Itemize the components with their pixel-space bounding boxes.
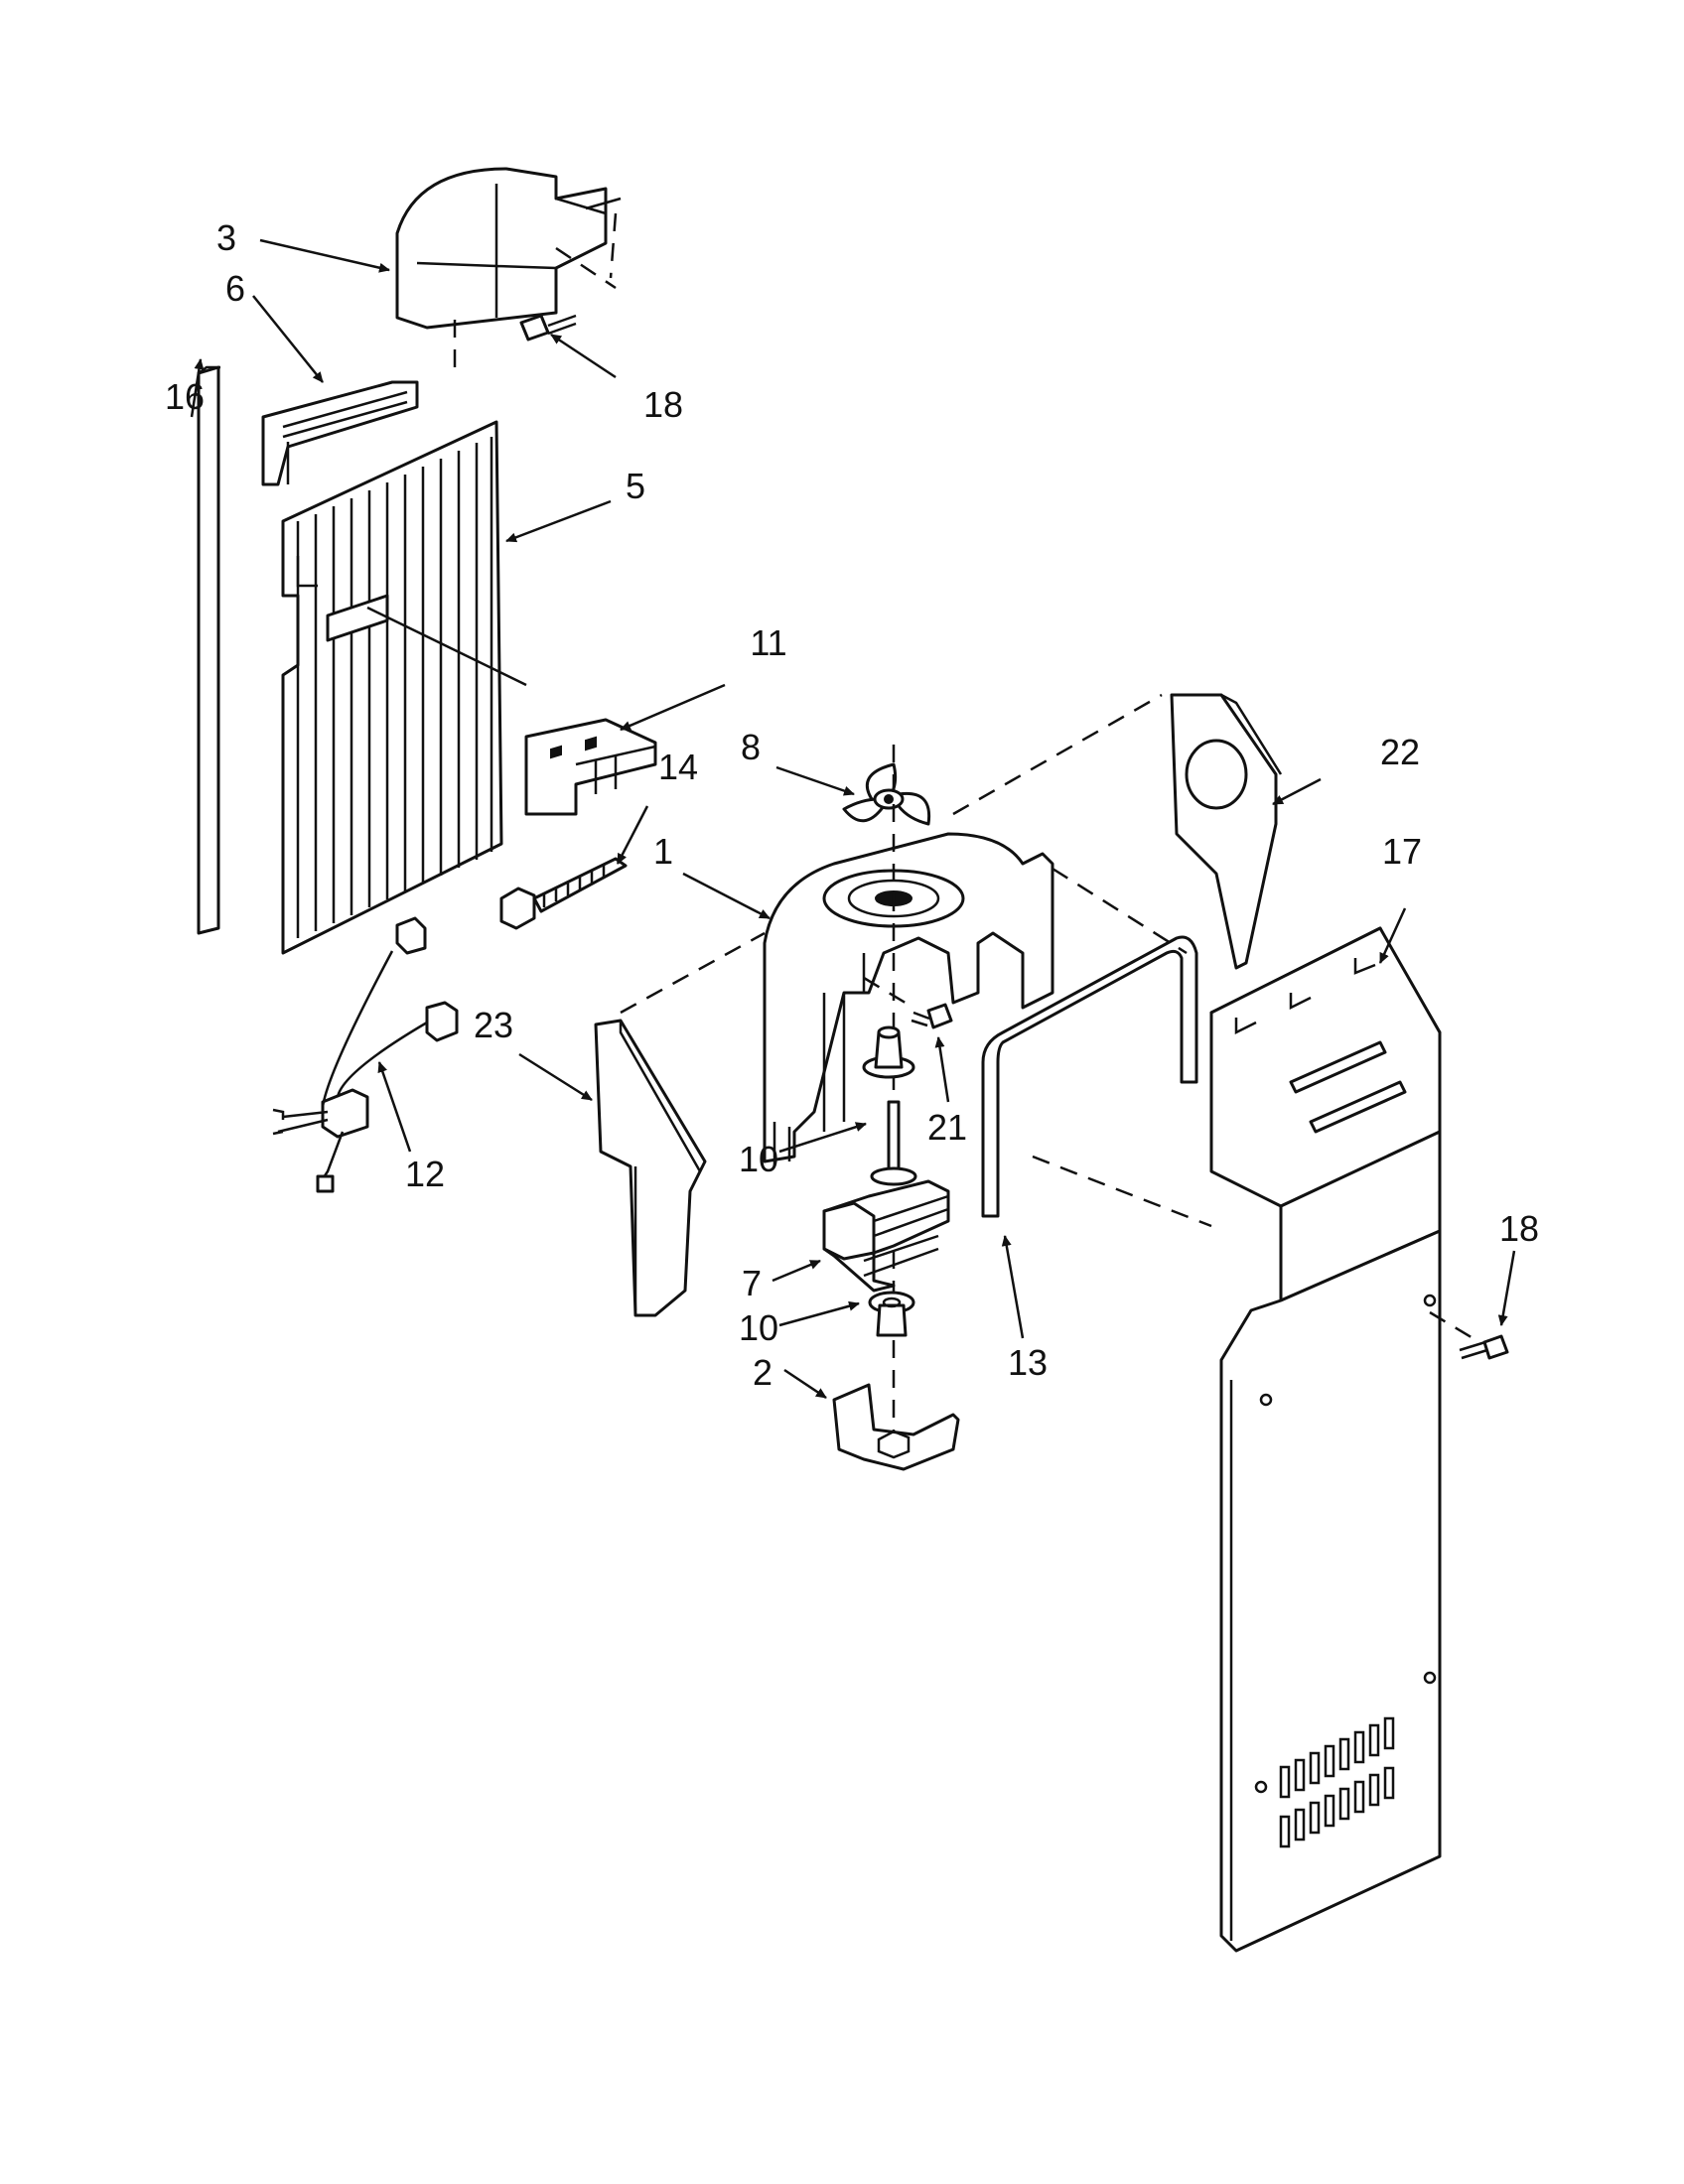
callout-8: 8 <box>741 727 761 767</box>
callout-3: 3 <box>216 217 236 258</box>
part-13-u-channel <box>981 935 1198 1218</box>
callout-10-upper: 10 <box>739 1139 778 1179</box>
part-7-motor <box>822 1100 950 1293</box>
part-16-strip <box>197 365 220 935</box>
part-3-duct-cover <box>395 167 622 330</box>
part-6-louver <box>261 380 419 486</box>
callout-22: 22 <box>1380 732 1420 772</box>
part-5-evaporator <box>281 420 527 955</box>
part-2-motor-bracket <box>832 1383 960 1471</box>
part-18-screw-right <box>1459 1334 1509 1360</box>
callout-12: 12 <box>405 1154 445 1194</box>
part-1-fan-housing <box>763 832 1054 1166</box>
part-17-back-panel <box>1209 926 1442 1953</box>
part-22-side-panel <box>1170 693 1283 970</box>
part-14-sensor <box>499 857 628 930</box>
callout-16: 16 <box>165 376 205 417</box>
callout-14: 14 <box>658 747 698 787</box>
callout-10-lower: 10 <box>739 1307 778 1348</box>
callout-18-right: 18 <box>1499 1208 1539 1249</box>
part-11-bracket <box>524 718 657 816</box>
part-21-screw <box>911 1003 953 1029</box>
callout-13: 13 <box>1008 1342 1048 1383</box>
part-10-grommet-upper <box>862 1025 915 1079</box>
callout-7: 7 <box>742 1263 762 1303</box>
callout-18-top: 18 <box>643 384 683 425</box>
callout-11: 11 <box>750 622 786 663</box>
callout-2: 2 <box>753 1352 772 1393</box>
part-8-fan-blade <box>842 762 931 826</box>
callout-5: 5 <box>626 466 645 506</box>
part-18-screw-top <box>519 314 577 341</box>
callout-21: 21 <box>927 1107 967 1148</box>
callout-1: 1 <box>653 831 673 872</box>
callout-23: 23 <box>474 1005 513 1045</box>
assembly-guide-lines <box>453 320 1480 1344</box>
callout-6: 6 <box>225 268 245 309</box>
part-10-grommet-lower <box>868 1291 915 1337</box>
callout-17: 17 <box>1382 831 1422 872</box>
leader-lines <box>190 238 1516 1400</box>
part-23-side-panel <box>594 1019 707 1317</box>
part-12-wire-harness <box>272 916 459 1193</box>
